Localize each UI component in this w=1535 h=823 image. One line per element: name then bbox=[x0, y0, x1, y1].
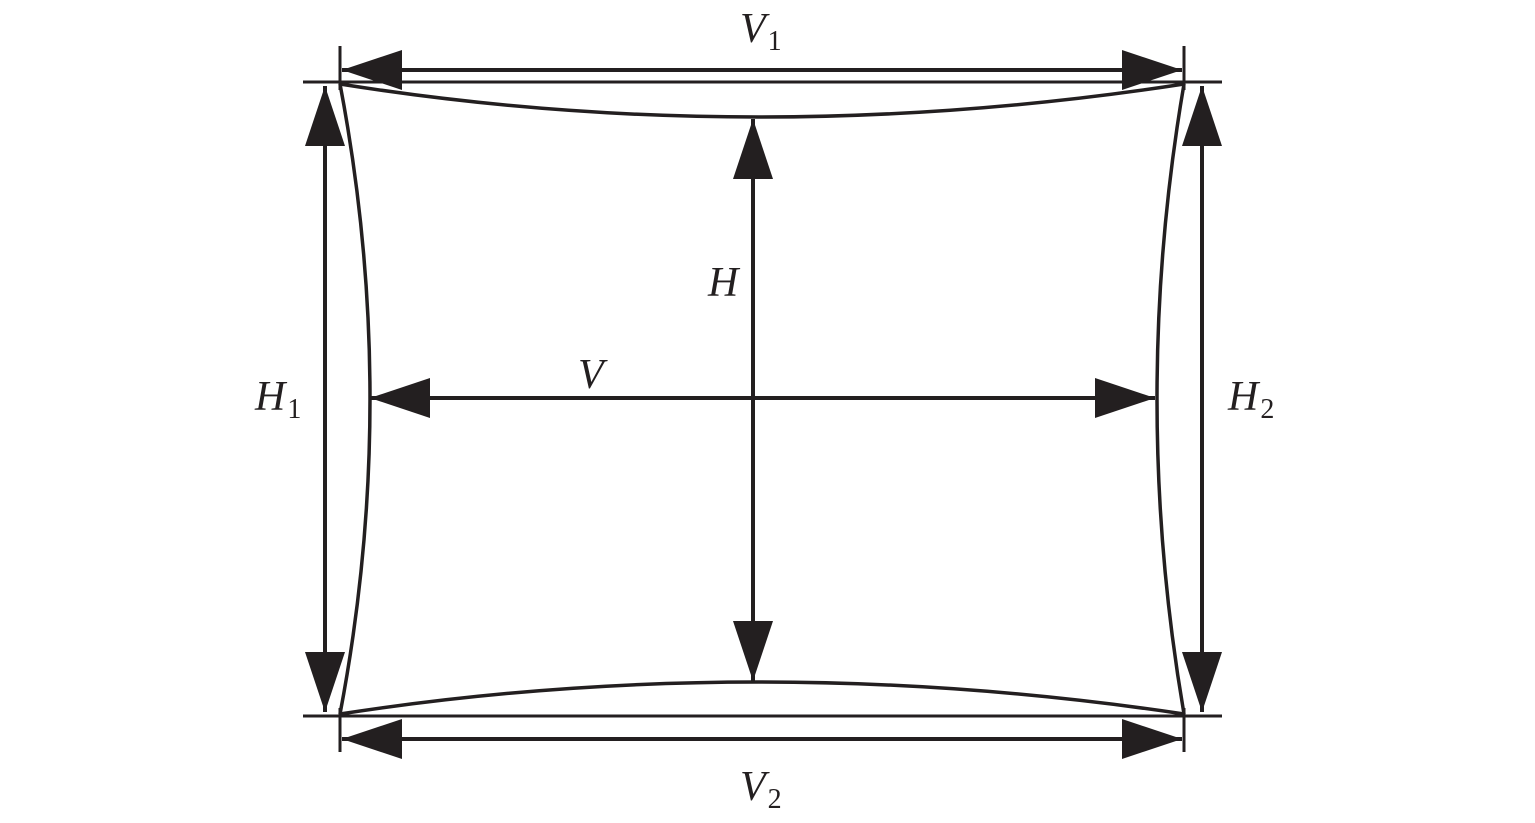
label-v: V bbox=[578, 352, 608, 398]
label-h1: H1 bbox=[254, 374, 301, 425]
label-h2: H2 bbox=[1227, 374, 1274, 425]
distorted-top-edge bbox=[339, 82, 1185, 119]
distorted-right-edge bbox=[1155, 83, 1186, 715]
label-h: H bbox=[707, 260, 741, 306]
label-v2: V2 bbox=[740, 764, 782, 815]
distorted-bottom-edge bbox=[339, 680, 1185, 716]
label-v1: V1 bbox=[740, 6, 782, 57]
distorted-left-edge bbox=[338, 83, 372, 715]
